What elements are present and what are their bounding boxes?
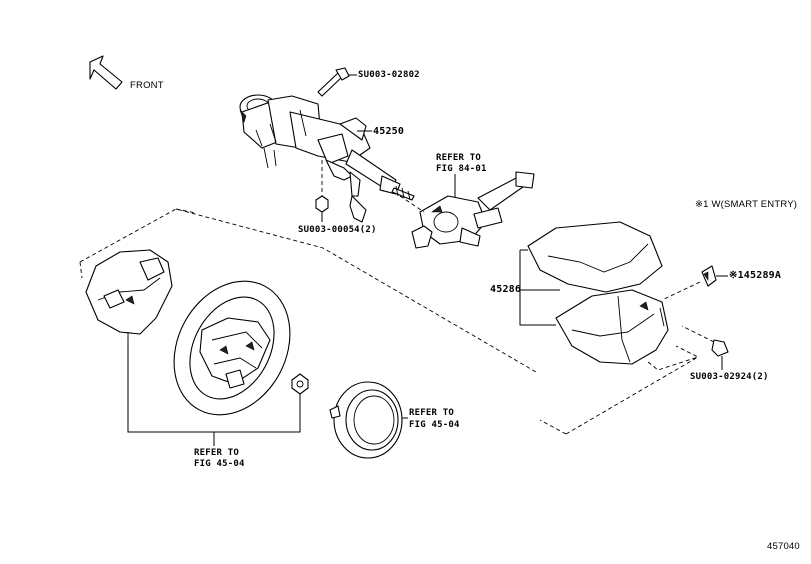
callout-column: 45250 — [373, 126, 405, 137]
callout-refer-pad-line1: REFER TO — [409, 408, 454, 418]
callout-screw-cover: SU003-02924(2) — [690, 372, 769, 382]
steering-wheel-rear-cover — [85, 249, 173, 338]
bolt-top — [317, 67, 357, 97]
column-cover — [519, 221, 669, 365]
wheel-refer-bracket — [127, 338, 301, 446]
front-arrow-icon — [89, 55, 123, 90]
screw-cover — [681, 325, 729, 370]
steering-column — [239, 94, 415, 223]
assembly-dashed-outline — [79, 208, 699, 435]
callout-nut-column: SU003-00054(2) — [298, 225, 377, 235]
callout-cover-clip: ※145289A — [729, 270, 782, 281]
steering-wheel-nut — [291, 373, 309, 395]
figure-number: 457040 — [767, 541, 800, 552]
steering-wheel — [173, 280, 291, 416]
horn-pad — [329, 381, 408, 459]
nut-column — [315, 160, 329, 222]
callout-refer-switch-line1: REFER TO — [436, 153, 481, 163]
callout-refer-wheel-line2: FIG 45-04 — [194, 459, 245, 469]
cover-clip — [661, 265, 728, 301]
callout-column-cover: 45286 — [490, 284, 522, 295]
callout-refer-switch-line2: FIG 84-01 — [436, 164, 487, 174]
callout-refer-wheel-line1: REFER TO — [194, 448, 239, 458]
callout-smart-entry-note: ※1 W(SMART ENTRY) — [695, 199, 798, 210]
callout-bolt-top: SU003-02802 — [358, 70, 420, 80]
front-label: FRONT — [130, 80, 164, 91]
callout-refer-pad-line2: FIG 45-04 — [409, 420, 460, 430]
combination-switch — [399, 171, 535, 249]
